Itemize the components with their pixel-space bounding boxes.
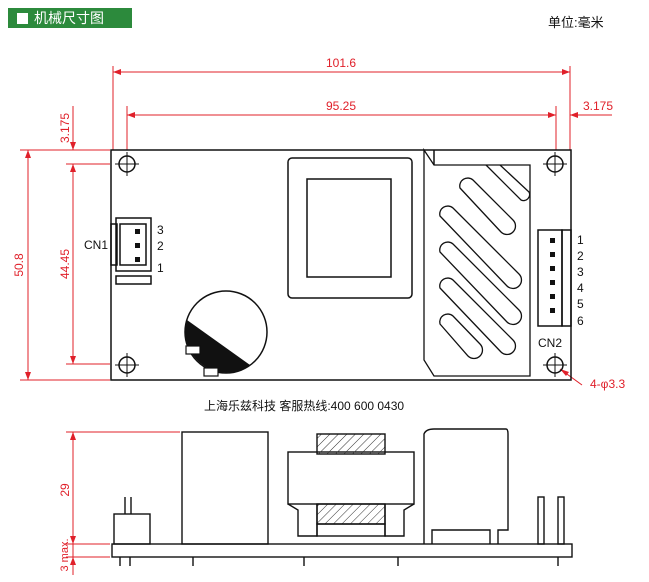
pcb-side-board (111, 543, 573, 558)
through-hole-leads (119, 557, 559, 566)
square-icon (17, 12, 28, 24)
dim-right-offset: 3.175 (583, 99, 613, 113)
dim-hole-spacing-y: 44.45 (58, 249, 72, 279)
transformer-core (306, 178, 392, 278)
cn2-pin-label: 1 (577, 233, 584, 247)
dim-left-offset: 3.175 (58, 113, 72, 143)
cn1-pin-label: 2 (157, 239, 164, 253)
unit-label: 单位:毫米 (548, 15, 604, 30)
section-header: 机械尺寸图 (8, 8, 132, 28)
cn1-pin-label: 1 (157, 261, 164, 275)
pcb-outline (110, 149, 572, 381)
cn2-pin-label: 6 (577, 314, 584, 328)
capacitor (184, 290, 268, 377)
cn1-pins (135, 229, 140, 262)
dim-pin-length: 3 max. (59, 538, 71, 571)
hole-crosshairs (115, 152, 567, 377)
dim-overall-width: 101.6 (326, 56, 356, 70)
heatsink-fins (439, 164, 531, 360)
dimension-arrows (25, 69, 578, 565)
transformer-outline (287, 157, 413, 299)
cn1-pin-label: 3 (157, 223, 164, 237)
dim-hole-spacing-x: 95.25 (326, 99, 356, 113)
cn2-pin-label: 4 (577, 281, 584, 295)
cn2-pin-label: 5 (577, 297, 584, 311)
dimension-lines (20, 66, 612, 575)
cn1-housing (115, 217, 152, 272)
pcb-side-view (111, 428, 573, 558)
cn2-pins (550, 238, 555, 313)
pcb-top-view (110, 147, 572, 381)
cn1-label: CN1 (84, 238, 108, 252)
dim-holes: 4-φ3.3 (590, 377, 625, 391)
cn2-label: CN2 (538, 336, 562, 350)
cn2-pin-label: 2 (577, 249, 584, 263)
footer-hotline: 上海乐兹科技 客服热线:400 600 0430 (204, 398, 404, 413)
cn2-pin-label: 3 (577, 265, 584, 279)
section-title: 机械尺寸图 (34, 10, 104, 26)
dim-overall-height: 50.8 (12, 253, 26, 277)
dim-component-height: 29 (58, 483, 72, 497)
